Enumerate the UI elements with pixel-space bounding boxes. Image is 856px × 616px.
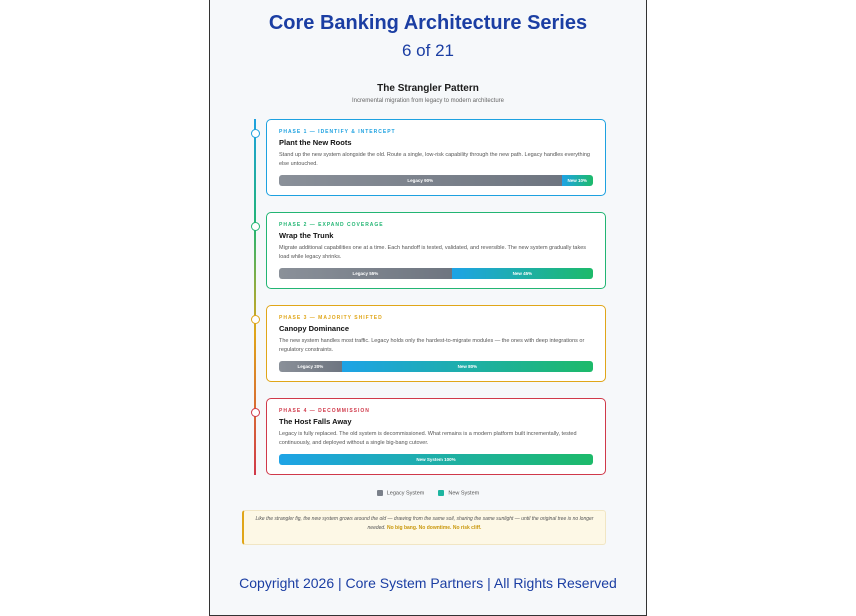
header: Core Banking Architecture Series 6 of 21 [210, 12, 646, 61]
new-segment: New 80% [341, 361, 593, 372]
legend-legacy: Legacy System [376, 490, 425, 497]
legend-new-label: New System [448, 490, 480, 497]
phase-description: Migrate additional capabilities one at a… [279, 245, 587, 260]
legacy-segment: Legacy 90% [279, 175, 562, 186]
phase-description: Legacy is fully replaced. The old system… [279, 431, 577, 446]
quote-emphasis: No big bang. No downtime. No risk cliff. [387, 525, 482, 531]
timeline-line [254, 119, 256, 475]
phase-description: Stand up the new system alongside the ol… [279, 152, 590, 167]
legacy-segment: Legacy 55% [279, 268, 452, 279]
legacy-swatch [376, 490, 383, 496]
quote-callout: Like the strangler fig, the new system g… [242, 510, 606, 545]
series-title: Core Banking Architecture Series [268, 12, 588, 34]
phase-label: PHASE 2 — EXPAND COVERAGE [279, 222, 384, 228]
legend-new: New System [438, 490, 479, 496]
phase-card: PHASE 1 — IDENTIFY & INTERCEPT Plant the… [266, 119, 606, 196]
quote-text: Like the strangler fig, the new system g… [255, 516, 594, 531]
section-header: The Strangler Pattern Incremental migrat… [210, 83, 646, 104]
timeline-dot [251, 222, 260, 231]
phase-label: PHASE 4 — DECOMMISSION [279, 408, 370, 414]
legend: Legacy System New System [210, 490, 646, 496]
phase-label: PHASE 3 — MAJORITY SHIFTED [279, 315, 383, 321]
migration-progress-bar: Legacy 20%New 80% [279, 361, 593, 372]
timeline-dot [251, 408, 260, 417]
section-title: The Strangler Pattern [377, 83, 479, 94]
migration-progress-bar: New System 100% [279, 454, 593, 465]
phase-title: Canopy Dominance [279, 324, 350, 333]
phase-card: PHASE 3 — MAJORITY SHIFTED Canopy Domina… [266, 305, 606, 382]
migration-progress-bar: Legacy 55%New 45% [279, 268, 593, 279]
footer: Copyright 2026 | Core System Partners | … [239, 575, 617, 591]
phase-description: The new system handles most traffic. Leg… [279, 338, 585, 353]
slide: Core Banking Architecture Series 6 of 21… [209, 0, 647, 616]
migration-progress-bar: Legacy 90%New 10% [279, 175, 593, 186]
new-segment: New System 100% [279, 454, 593, 465]
legend-legacy-label: Legacy System [386, 490, 425, 497]
timeline-dot [251, 129, 260, 138]
phase-card: PHASE 2 — EXPAND COVERAGE Wrap the Trunk… [266, 212, 606, 289]
new-segment: New 45% [451, 268, 593, 279]
page-indicator: 6 of 21 [402, 41, 454, 60]
legacy-segment: Legacy 20% [279, 361, 342, 372]
timeline-dot [251, 315, 260, 324]
phase-card: PHASE 4 — DECOMMISSION The Host Falls Aw… [266, 398, 606, 475]
new-swatch [438, 490, 445, 496]
phase-title: Plant the New Roots [279, 138, 352, 147]
phase-label: PHASE 1 — IDENTIFY & INTERCEPT [279, 129, 396, 135]
new-segment: New 10% [561, 175, 593, 186]
phase-title: The Host Falls Away [279, 417, 352, 426]
phase-title: Wrap the Trunk [279, 231, 334, 240]
section-subtitle: Incremental migration from legacy to mod… [351, 98, 505, 104]
